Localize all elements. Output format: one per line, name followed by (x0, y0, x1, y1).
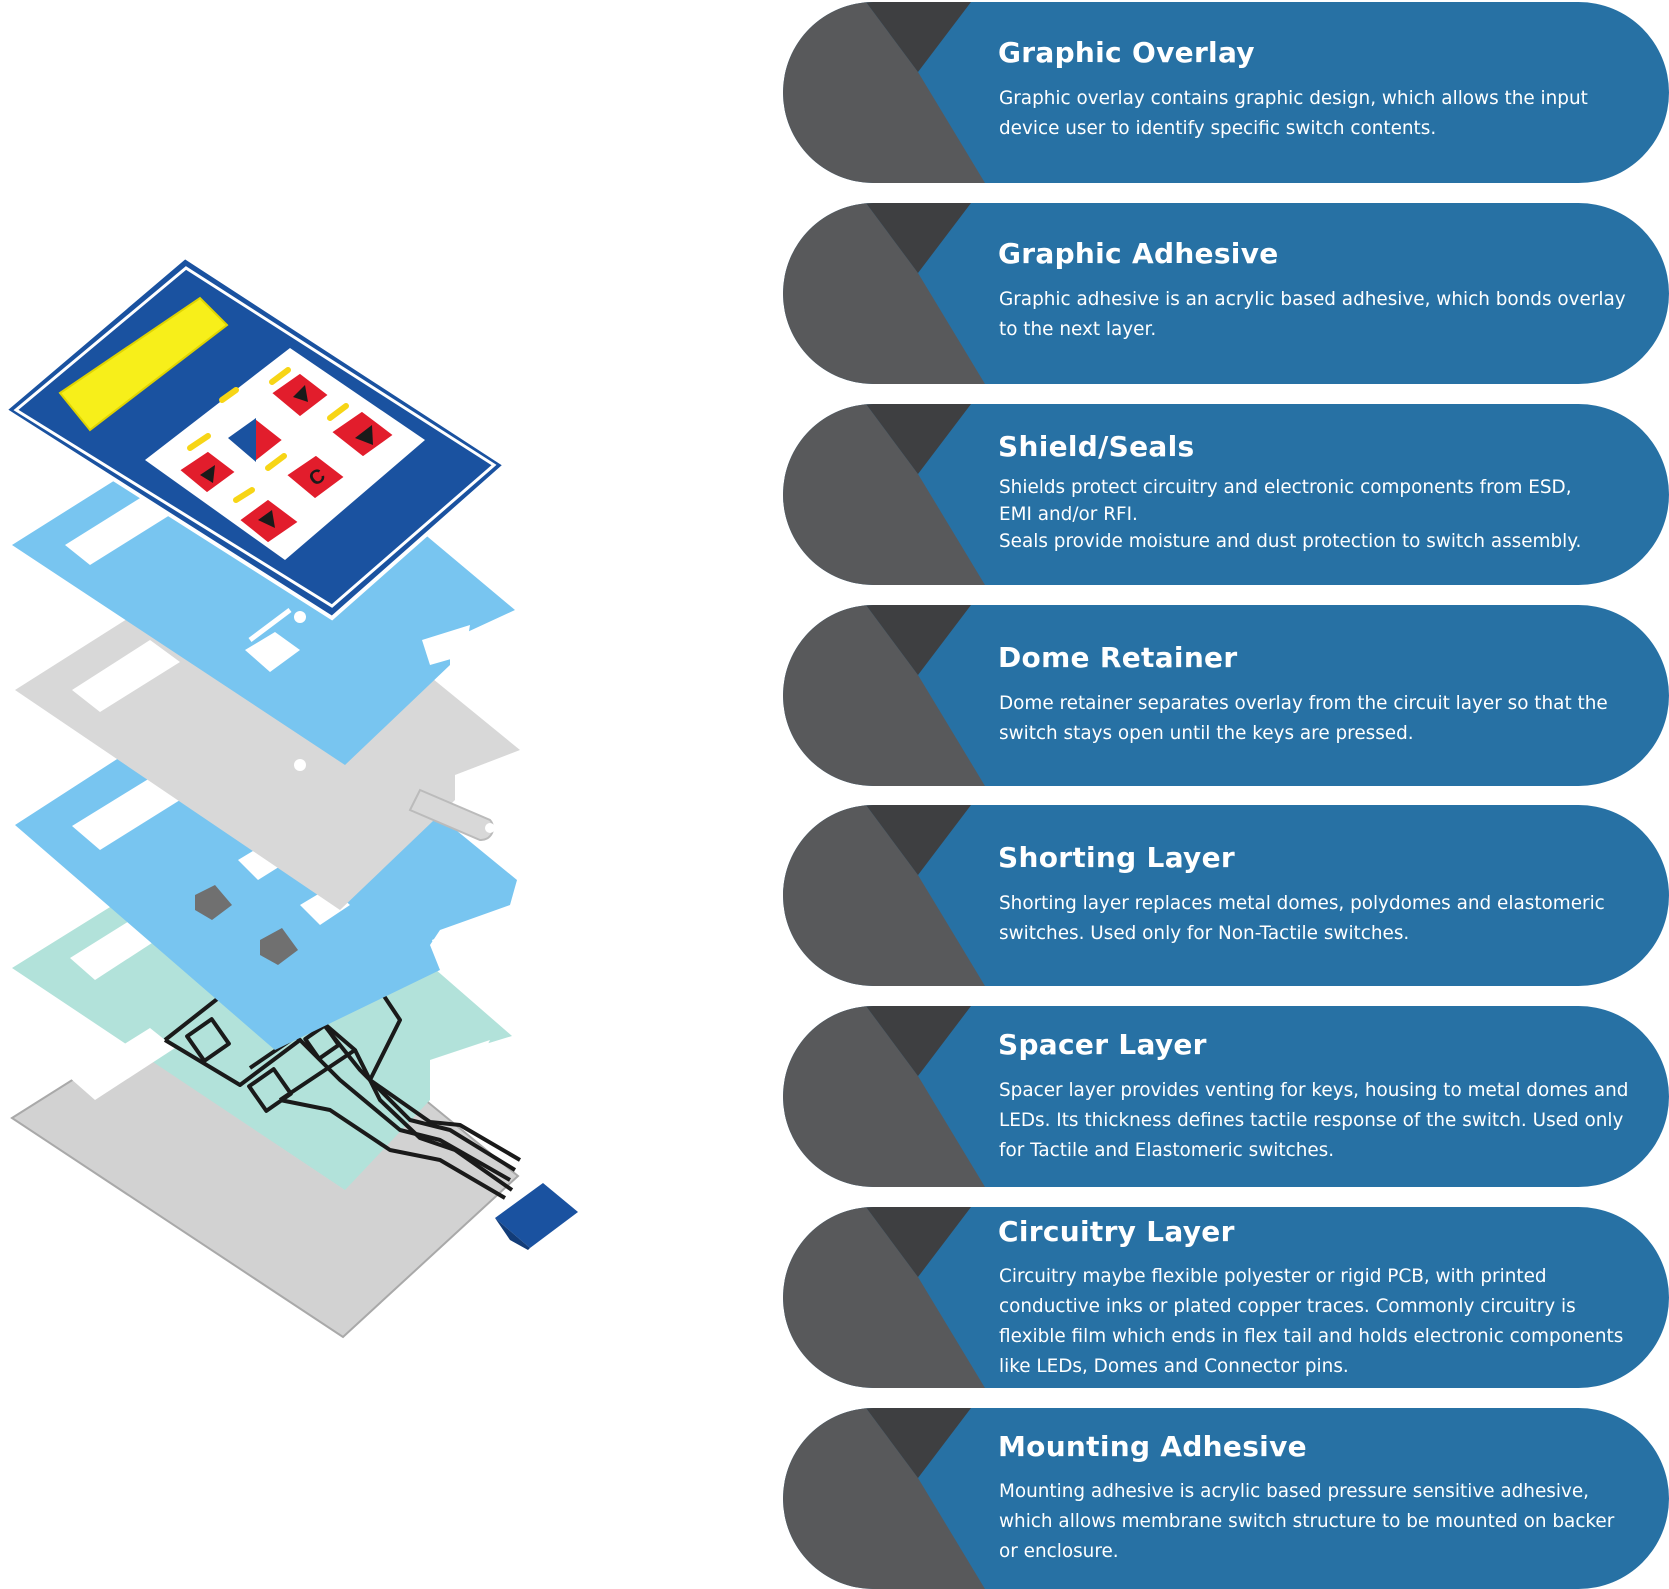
layer-title: Shield/Seals (998, 430, 1195, 463)
membrane-switch-exploded-illustration: C (1, 254, 578, 1339)
card-shape (783, 2, 985, 183)
card-shape (783, 805, 985, 986)
card-shape (783, 1408, 985, 1589)
layer-title: Graphic Adhesive (998, 237, 1279, 270)
layer-card-spacer-layer: Spacer Layer Spacer layer provides venti… (783, 1006, 1669, 1187)
layer-card-circuitry-layer: Circuitry Layer Circuitry maybe flexible… (783, 1207, 1669, 1388)
layer-description: Circuitry maybe flexible polyester or ri… (999, 1266, 1624, 1377)
layer-description: Graphic adhesive is an acrylic based adh… (999, 289, 1626, 340)
layer-title: Dome Retainer (998, 641, 1238, 674)
card-shape (783, 605, 985, 786)
graphic-overlay-layer: C (1, 254, 509, 621)
layer-card-graphic-adhesive: Graphic Adhesive Graphic adhesive is an … (783, 203, 1669, 384)
layer-description: Shields protect circuitry and electronic… (999, 477, 1582, 552)
layer-description: Mounting adhesive is acrylic based press… (999, 1481, 1615, 1562)
overlay-key-right (327, 408, 398, 460)
layer-card-mounting-adhesive: Mounting Adhesive Mounting adhesive is a… (783, 1408, 1669, 1589)
layer-description: Shorting layer replaces metal domes, pol… (999, 893, 1605, 944)
overlay-key-c: C (282, 452, 349, 502)
overlay-key-left (175, 448, 240, 496)
layer-card-graphic-overlay: Graphic Overlay Graphic overlay contains… (783, 2, 1669, 183)
layer-title: Mounting Adhesive (998, 1430, 1307, 1463)
card-shape (783, 203, 985, 384)
layer-description: Spacer layer provides venting for keys, … (999, 1080, 1629, 1161)
card-shape (783, 1006, 985, 1187)
overlay-key-up (267, 370, 333, 420)
layer-title: Shorting Layer (998, 841, 1235, 874)
card-shape (783, 1207, 985, 1388)
overlay-key-split (225, 416, 287, 464)
layer-title: Circuitry Layer (998, 1215, 1235, 1248)
layer-title: Graphic Overlay (998, 36, 1255, 69)
card-shape (783, 404, 985, 585)
layer-card-dome-retainer: Dome Retainer Dome retainer separates ov… (783, 605, 1669, 786)
overlay-key-down (235, 496, 303, 546)
flex-tail-connector (495, 1183, 578, 1250)
layer-card-shield-seals: Shield/Seals Shields protect circuitry a… (783, 404, 1669, 585)
layer-card-shorting-layer: Shorting Layer Shorting layer replaces m… (783, 805, 1669, 986)
layer-title: Spacer Layer (998, 1028, 1207, 1061)
layer-description: Graphic overlay contains graphic design,… (999, 88, 1588, 139)
layer-description: Dome retainer separates overlay from the… (999, 693, 1608, 744)
